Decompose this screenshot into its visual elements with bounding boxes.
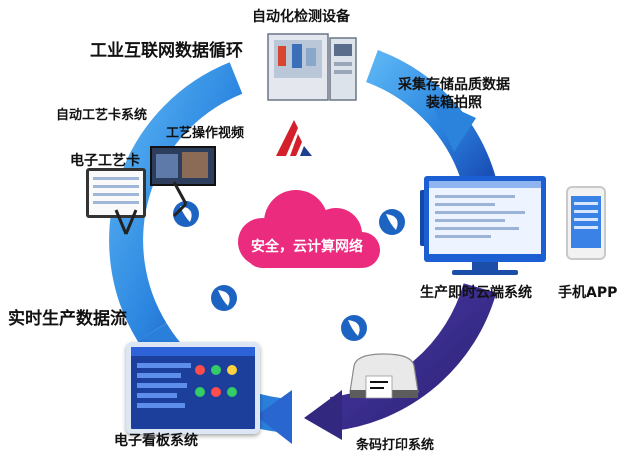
logo-icon	[379, 209, 405, 235]
label-board-system: 电子看板系统	[114, 433, 198, 449]
company-logo-icon	[276, 120, 312, 156]
monitor-icon	[424, 176, 546, 262]
label-cloud-system: 生产即时云端系统	[420, 285, 532, 301]
center-label: 安全，云计算网络	[251, 239, 363, 255]
label-collect-line2: 装箱拍照	[426, 95, 482, 111]
equipment-icon	[267, 33, 357, 101]
logo-icon	[341, 315, 367, 341]
arrowhead-top-right	[428, 96, 476, 152]
label-collect-line1: 采集存储品质数据	[398, 77, 510, 93]
printer-icon	[349, 353, 419, 399]
logo-icon	[173, 201, 199, 227]
label-print-system: 条码打印系统	[356, 438, 435, 453]
tablet-icon	[86, 168, 146, 218]
arrowhead-purple	[304, 390, 342, 440]
board-icon	[126, 342, 260, 434]
video-icon	[150, 146, 216, 186]
label-mobile-app: 手机APP	[558, 285, 618, 301]
cloud-icon	[238, 190, 380, 268]
monitor-base	[452, 270, 518, 275]
label-equipment: 自动化检测设备	[252, 9, 350, 25]
diagram-title: 工业互联网数据循环	[90, 41, 243, 61]
video-arm-icon	[172, 181, 188, 218]
logo-icon	[211, 285, 237, 311]
label-e-process-card: 电子工艺卡	[70, 153, 140, 169]
monitor-stand	[472, 262, 498, 272]
ring-arc-purple	[329, 283, 497, 431]
tablet-stand-icon	[114, 209, 138, 235]
phone-icon	[566, 186, 606, 260]
label-realtime-flow: 实时生产数据流	[8, 309, 127, 329]
label-auto-process-card: 自动工艺卡系统	[56, 108, 148, 123]
arrowhead-bottom	[256, 390, 292, 444]
label-process-video: 工艺操作视频	[166, 126, 245, 141]
